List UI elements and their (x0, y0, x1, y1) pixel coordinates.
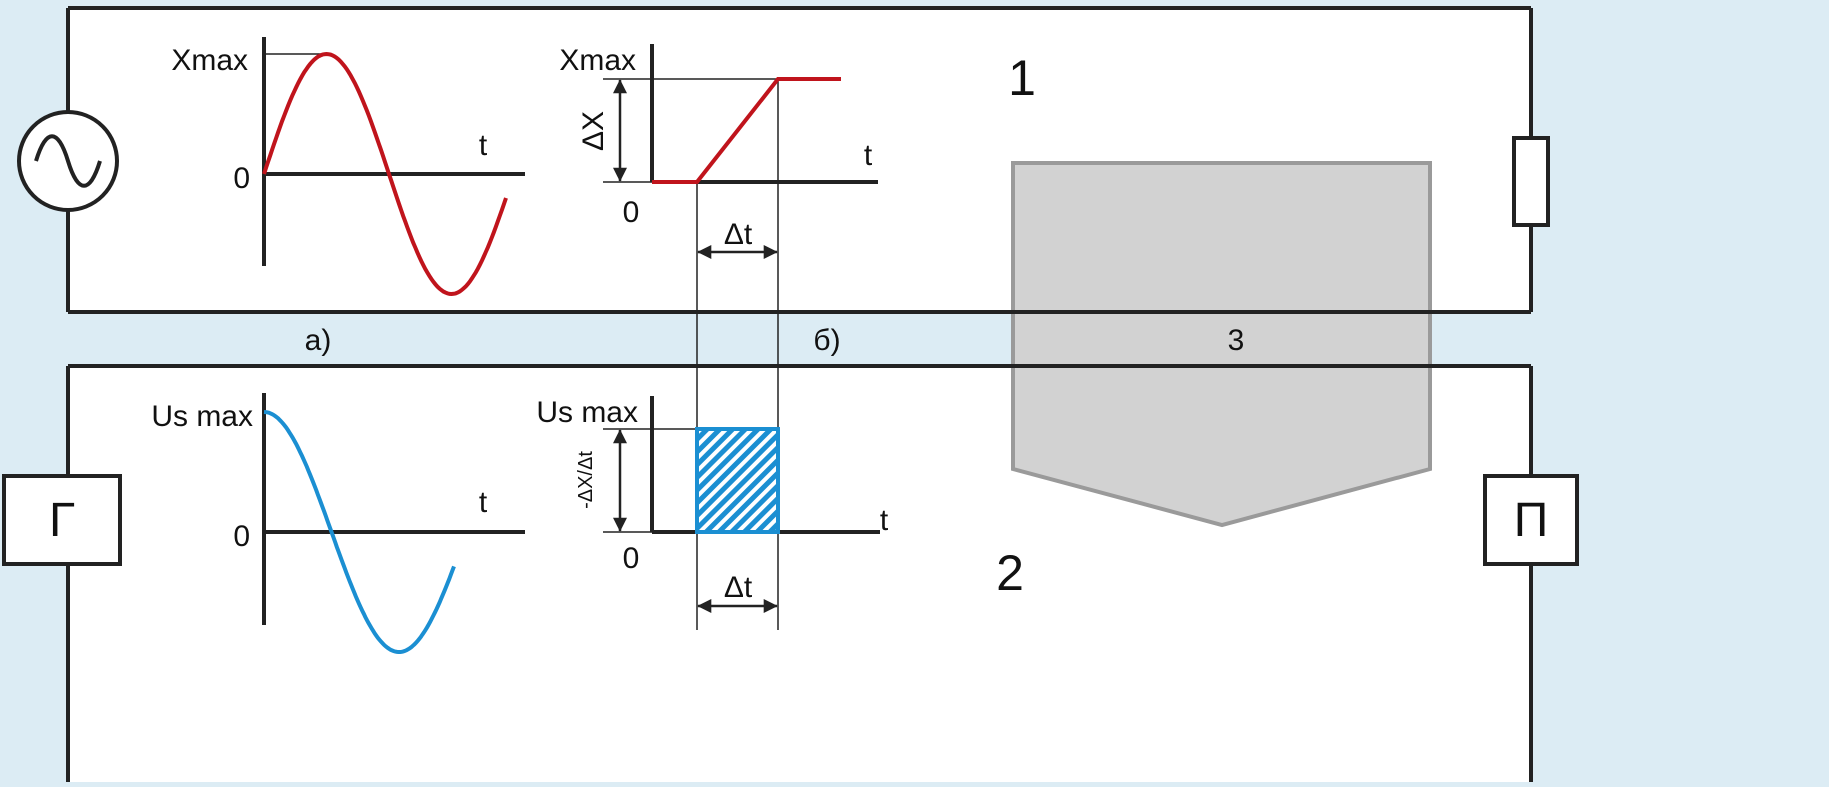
graph-b-bottom-ymax: Us max (536, 396, 638, 429)
delta-t-label-bottom: Δt (724, 571, 753, 604)
receiver-label: П (1514, 494, 1549, 547)
graph-b-bottom: -ΔX/Δt Δt Us max 0 t (536, 396, 889, 613)
graph-b-top-zero: 0 (623, 196, 640, 229)
cosine-curve-bottom (263, 410, 456, 654)
bottom-line-number: 2 (996, 545, 1024, 601)
caption-b: б) (813, 324, 840, 357)
top-circuit-wires (66, 6, 1533, 314)
graph-a-bottom-t: t (479, 486, 488, 519)
top-line-number: 1 (1008, 50, 1036, 106)
ratio-label: -ΔX/Δt (575, 451, 597, 509)
graph-a-bottom-zero: 0 (233, 520, 250, 553)
delta-x-label: ΔX (577, 111, 610, 151)
generator-box (2, 474, 122, 566)
ac-source-icon (17, 110, 119, 212)
graph-a-top: Xmax 0 t (171, 37, 525, 297)
graph-b-top-t: t (864, 139, 873, 172)
resistor-icon (1512, 136, 1550, 227)
sine-curve-top (262, 51, 508, 297)
graph-a-bottom-ymax: Us max (151, 400, 253, 433)
shield-number: 3 (1228, 324, 1245, 357)
graph-b-bottom-zero: 0 (623, 542, 640, 575)
graph-b-top: ΔX Δt Xmax 0 t (559, 44, 878, 630)
graph-a-top-ymax: Xmax (171, 44, 248, 77)
graph-a-top-t: t (479, 129, 488, 162)
bottom-circuit-wires (66, 364, 1533, 782)
ramp-curve-top (652, 77, 841, 184)
generator-label: Г (49, 494, 75, 547)
graph-b-top-ymax: Xmax (559, 44, 636, 77)
graph-a-top-zero: 0 (233, 162, 250, 195)
shield-region (1011, 161, 1432, 528)
graph-a-bottom: Us max 0 t (151, 393, 525, 654)
graph-b-bottom-t: t (880, 504, 889, 537)
delta-t-label-top: Δt (724, 218, 753, 251)
receiver-box (1483, 474, 1579, 566)
caption-a: а) (305, 324, 332, 357)
pulse-area (695, 427, 780, 534)
